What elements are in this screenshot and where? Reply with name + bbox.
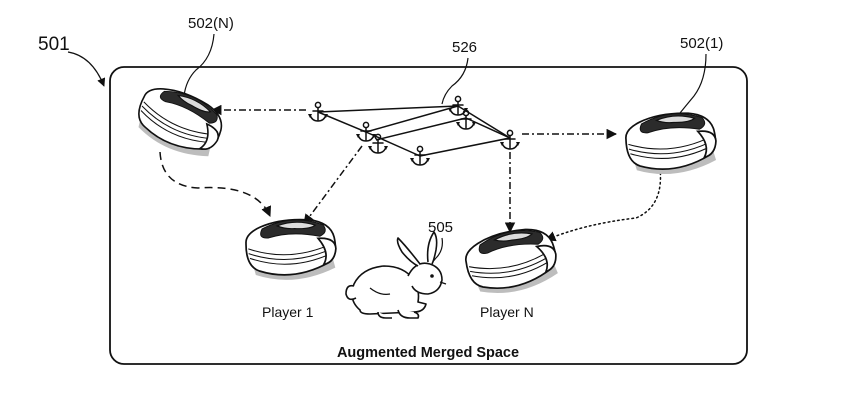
headset-n-to-player-1-arrow bbox=[159, 151, 272, 217]
ref-label-502-1: 502(1) bbox=[680, 35, 723, 52]
rabbit-icon bbox=[345, 231, 447, 319]
headset-player-1 bbox=[243, 216, 339, 284]
merged-space-frame bbox=[109, 66, 748, 365]
ref-501-leader bbox=[67, 51, 106, 87]
headset-1-to-player-n-arrow bbox=[545, 167, 662, 242]
headset-502-1 bbox=[622, 108, 720, 180]
ref-label-505: 505 bbox=[428, 219, 453, 236]
headset-player-n bbox=[460, 222, 563, 302]
anchor-icon bbox=[355, 121, 377, 142]
anchor-to-player-1-arrow bbox=[303, 145, 363, 225]
headset-502n bbox=[128, 77, 231, 166]
vr-headset-icon bbox=[243, 216, 339, 284]
vr-headset-icon bbox=[460, 222, 563, 302]
ref-label-526: 526 bbox=[452, 39, 477, 56]
ref-526-leader bbox=[441, 57, 469, 105]
ref-label-502n: 502(N) bbox=[188, 15, 234, 32]
vr-headset-icon bbox=[128, 77, 231, 166]
player-1-label: Player 1 bbox=[262, 304, 314, 320]
diagram-caption: Augmented Merged Space bbox=[337, 345, 519, 361]
ref-502n-leader bbox=[183, 33, 215, 97]
player-n-label: Player N bbox=[480, 304, 534, 320]
ref-label-501: 501 bbox=[38, 34, 70, 55]
anchor-network bbox=[317, 105, 511, 157]
anchor-icon bbox=[409, 145, 431, 166]
vr-headset-icon bbox=[622, 108, 720, 180]
ref-502-1-leader bbox=[675, 53, 707, 119]
